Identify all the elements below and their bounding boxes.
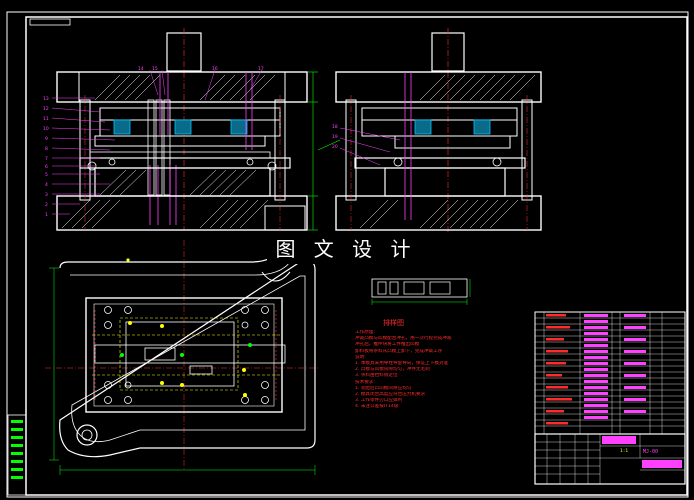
part-label: 12 <box>43 106 49 112</box>
part-label: 9 <box>45 136 48 142</box>
main-view <box>51 28 341 231</box>
note-line: 冲孔后，推件块将工件推出凹模 <box>355 342 420 348</box>
part-label: 16 <box>212 66 218 72</box>
part-label: 17 <box>258 66 264 72</box>
note-line: 说明: <box>355 354 366 360</box>
note-line: 3. 条料由挡料销定位 <box>355 373 398 379</box>
part-numbers-left: 13 12 11 10 9 8 7 6 5 4 3 2 1 <box>43 96 49 218</box>
part-label: 2 <box>45 202 48 208</box>
part-label: 3 <box>45 192 48 198</box>
part-label: 11 <box>43 116 49 122</box>
part-label: 10 <box>43 126 49 132</box>
part-label: 4 <box>45 182 48 188</box>
part-label: 5 <box>45 172 48 178</box>
note-line: 1. 本模具采用导柱导套导向，保证上下模对准 <box>355 361 449 367</box>
inner-frame <box>25 16 688 496</box>
scale-value: 1:1 <box>620 449 629 454</box>
strip-layout <box>371 278 471 305</box>
note-line: 冲裁凸模与凹模配合冲孔，用一次行程完成冲裁 <box>355 336 452 342</box>
note-line: 工作原理: <box>355 330 375 335</box>
part-label: 13 <box>43 96 49 102</box>
note-line: 卸料板将条料从凸模上卸下，完成冲裁工序 <box>355 348 443 354</box>
note-line: 3. 工作零件刃口应锋利 <box>355 398 403 404</box>
part-label: 8 <box>45 146 48 152</box>
note-line: 1. 装配后凸凹模间隙应均匀 <box>355 385 412 391</box>
plan-view <box>45 240 320 475</box>
strip-layout-title: 排样图 <box>383 319 404 327</box>
part-label: 6 <box>45 164 48 170</box>
part-label: 1 <box>45 212 48 218</box>
technical-notes: 工作原理: 冲裁凸模与凹模配合冲孔，用一次行程完成冲裁 冲孔后，推件块将工件推出… <box>355 330 535 411</box>
part-numbers-right: 18 19 20 <box>332 124 338 150</box>
watermark-text: 图 文 设 计 <box>267 234 425 264</box>
part-label: 14 <box>138 66 144 72</box>
part-label: 18 <box>332 124 338 130</box>
part-numbers-top: 14 15 16 17 <box>138 66 264 72</box>
drawing-number: MJ-00 <box>643 449 659 455</box>
title-block <box>534 311 686 485</box>
outer-frame <box>6 11 689 498</box>
note-line: 2. 凸模与凹模间隙均匀，冲件无毛刺 <box>355 367 430 373</box>
part-label: 20 <box>332 144 338 150</box>
note-line: 2. 模具闭合高度应符合压力机要求 <box>355 392 426 398</box>
part-label: 15 <box>152 66 158 72</box>
side-view <box>335 28 542 232</box>
note-line: 技术要求: <box>355 379 375 385</box>
part-label: 7 <box>45 156 48 162</box>
revision-strip <box>7 414 27 496</box>
note-line: 4. 未注公差按IT14级 <box>355 404 399 410</box>
frame-tab <box>29 18 71 26</box>
part-label: 19 <box>332 134 338 140</box>
